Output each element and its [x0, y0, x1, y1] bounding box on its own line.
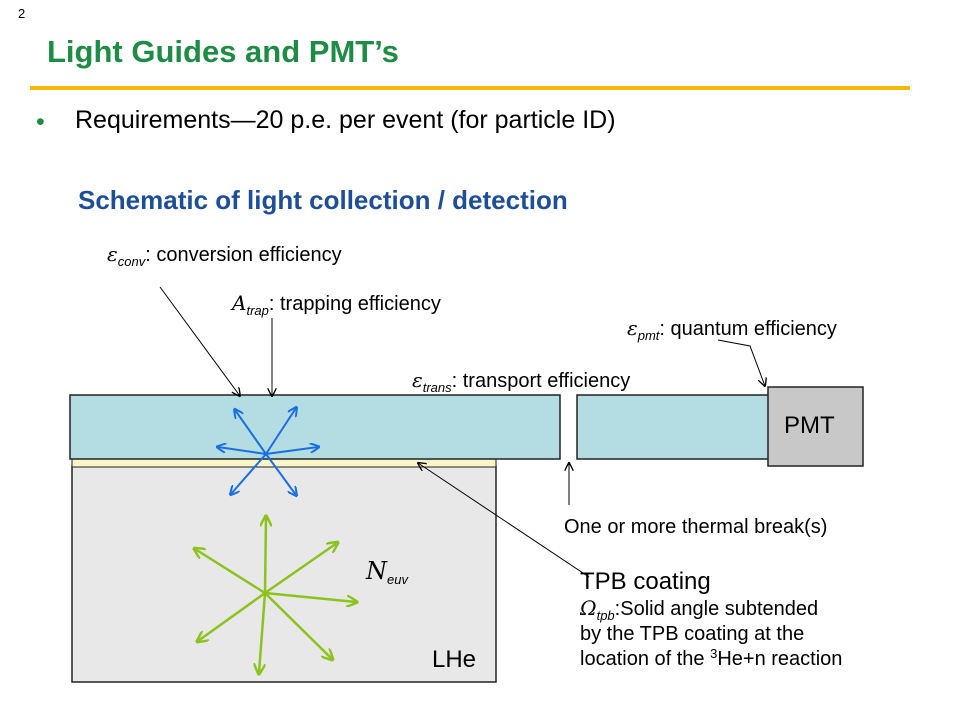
trap-efficiency-label: Atrap: trapping efficiency — [232, 291, 441, 318]
blue-light-arrows — [218, 408, 318, 495]
light-guide-left — [69, 394, 561, 460]
bullet-dot: • — [36, 108, 45, 136]
conv-efficiency-label: εconv: conversion efficiency — [107, 242, 342, 269]
conv-pointer — [159, 286, 240, 396]
pmt-label: PMT — [784, 412, 835, 439]
thermal-break-label: One or more thermal break(s) — [564, 516, 828, 538]
quantum-efficiency-label: εpmt: quantum efficiency — [627, 316, 837, 343]
tpb-line-2: by the TPB coating at the — [580, 623, 805, 645]
slide-title: Light Guides and PMT’s — [47, 34, 399, 69]
title-underline — [30, 86, 910, 90]
tpb-pointer — [418, 463, 590, 578]
schematic-subtitle: Schematic of light collection / detectio… — [78, 185, 568, 215]
tpb-coating-layer — [71, 458, 497, 468]
light-guide-right — [576, 394, 773, 460]
tpb-line-1: Ωtpb:Solid angle subtended — [580, 596, 819, 623]
requirements-text: Requirements—20 p.e. per event (for part… — [75, 106, 616, 134]
transport-efficiency-label: εtrans: transport efficiency — [412, 368, 631, 395]
tpb-line-3: location of the 3He+n reaction — [580, 646, 843, 670]
tpb-title: TPB coating — [580, 568, 711, 595]
tpb-description: TPB coating Ωtpb:Solid angle subtended b… — [580, 568, 940, 672]
lhe-label: LHe — [432, 646, 477, 673]
green-euv-arrows — [195, 517, 356, 673]
pmt-box — [767, 386, 864, 467]
slide-number: 2 — [18, 6, 26, 21]
neuv-label: Neuv — [366, 557, 408, 587]
pmt-pointer — [717, 339, 765, 386]
